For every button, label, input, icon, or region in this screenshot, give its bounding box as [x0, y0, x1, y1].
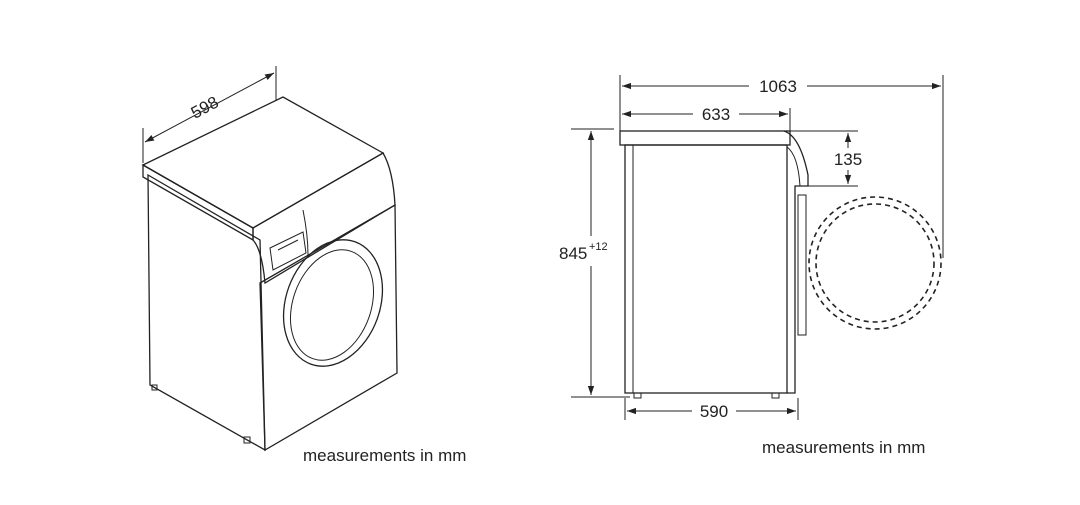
machine-front — [259, 203, 398, 452]
machine-top — [141, 96, 385, 229]
foot-front — [243, 436, 251, 444]
width-dimension-label: 598 — [188, 93, 222, 123]
door-outer — [282, 239, 384, 367]
base-depth-label: 590 — [700, 402, 728, 421]
foot-rear — [633, 392, 642, 399]
machine-lid — [619, 130, 791, 146]
door-inner — [289, 249, 375, 361]
machine-top-rim — [142, 163, 254, 242]
door-swing-inner — [815, 203, 935, 323]
left-caption: measurements in mm — [303, 446, 466, 465]
depth-label: 633 — [702, 105, 730, 124]
door-swing-outer — [808, 196, 942, 330]
foot-left — [151, 384, 158, 391]
control-panel — [252, 152, 396, 285]
isometric-machine-view: 598 — [141, 66, 398, 452]
door-strip — [797, 194, 807, 336]
display-window — [269, 231, 307, 271]
top-offset-label: 135 — [834, 150, 862, 169]
width-dimension-line — [144, 72, 275, 143]
height-tolerance: +12 — [589, 241, 608, 253]
foot-front-side — [771, 392, 780, 399]
height-label: 845 — [559, 244, 587, 263]
side-elevation-view: 1063 633 135 845 +12 590 — [556, 75, 944, 422]
machine-side — [147, 173, 266, 452]
control-bulge — [783, 130, 809, 394]
machine-body — [624, 144, 788, 394]
total-depth-label: 1063 — [759, 77, 797, 96]
right-caption: measurements in mm — [762, 438, 925, 457]
